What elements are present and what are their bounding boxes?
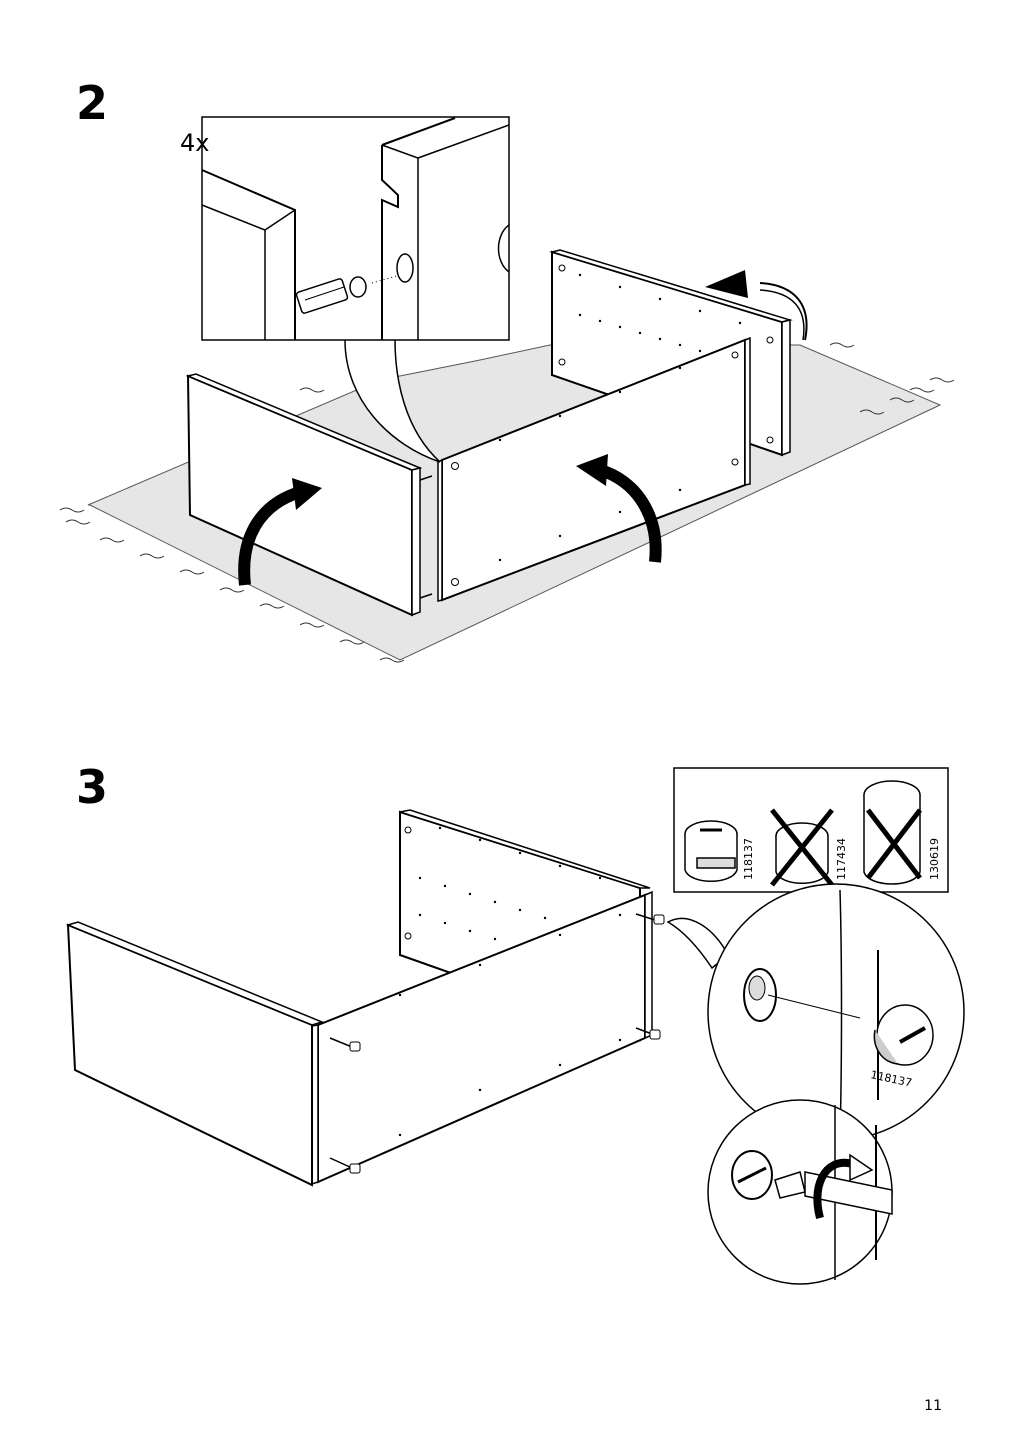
- screwdriver: [774, 1171, 893, 1215]
- cam-tightening-detail: [707, 1099, 893, 1285]
- step-2-detail-callout: 4x: [180, 116, 510, 463]
- fitting-code-3: 130619: [928, 838, 941, 880]
- wooden-dowel: [295, 274, 401, 314]
- fitting-code-2: 117434: [835, 838, 848, 880]
- cam-insertion-detail: 118137: [707, 883, 965, 1141]
- rotate-arrow-back: [759, 282, 808, 341]
- quantity-label: 4x: [180, 129, 209, 157]
- cam-lock-correct-icon: [684, 820, 738, 882]
- step-3-number: 3: [76, 760, 109, 814]
- cam-lock-icon: [873, 1004, 934, 1066]
- mat-fringe: [59, 342, 955, 663]
- clockwise-turn-arrow: [813, 1159, 857, 1220]
- page-number: 11: [924, 1398, 942, 1414]
- fittings-reference-box: 118137 117434 130619: [673, 767, 949, 893]
- fitting-code-1: 118137: [742, 838, 755, 880]
- cam-lock-incorrect-icon: [863, 780, 922, 885]
- front-panel: [311, 890, 665, 1186]
- step-3-illustration: 118137 117434 130619: [65, 767, 965, 1285]
- step-2-number: 2: [76, 76, 109, 130]
- step-2-illustration: 4x: [59, 116, 955, 663]
- left-side-panel: [65, 921, 325, 1187]
- rotate-arrow-middle: [598, 464, 662, 563]
- cam-lock-bolt: [329, 913, 665, 1174]
- rotate-arrow-left: [238, 486, 302, 586]
- cam-lock-incorrect-icon: [770, 808, 834, 887]
